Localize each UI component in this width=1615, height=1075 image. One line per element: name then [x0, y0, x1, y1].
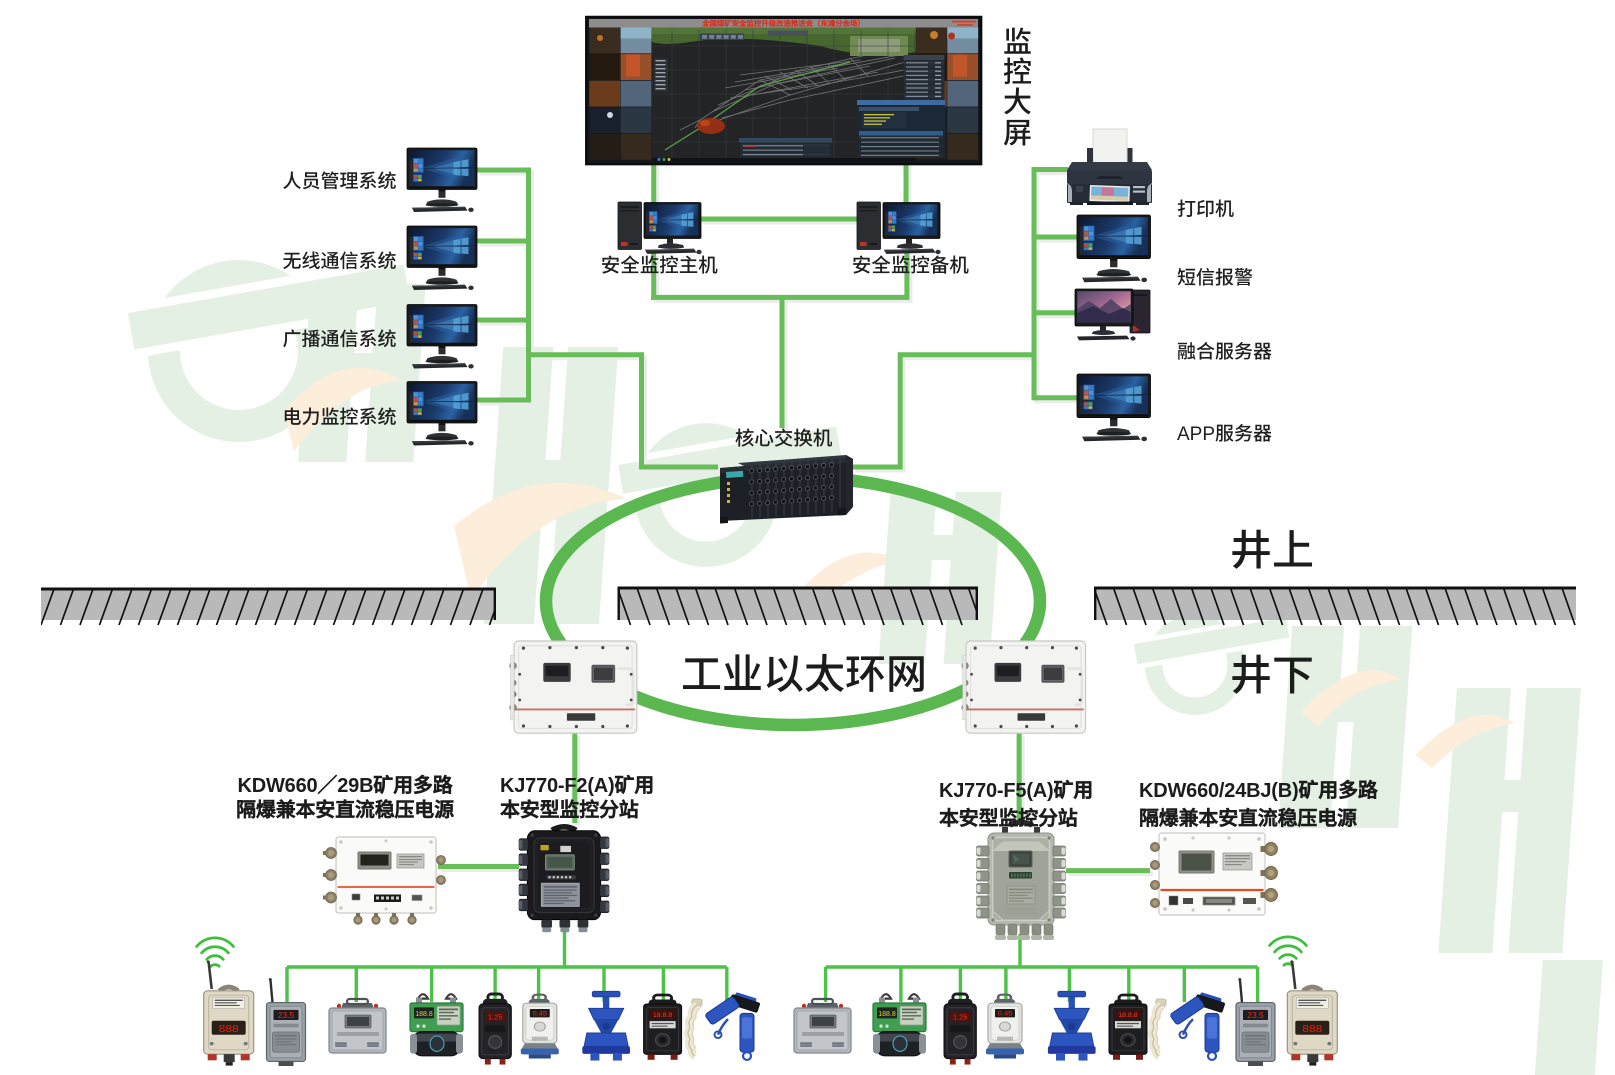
- svg-text:KDW660／29B矿用多路: KDW660／29B矿用多路: [237, 769, 453, 798]
- svg-text:融合服务器: 融合服务器: [1177, 337, 1272, 364]
- svg-text:井下: 井下: [1230, 642, 1314, 703]
- svg-text:隔爆兼本安直流稳压电源: 隔爆兼本安直流稳压电源: [236, 794, 455, 823]
- svg-text:KDW660/24BJ(B)矿用多路: KDW660/24BJ(B)矿用多路: [1139, 774, 1379, 803]
- svg-text:广播通信系统: 广播通信系统: [282, 325, 396, 352]
- svg-text:人员管理系统: 人员管理系统: [282, 167, 396, 194]
- svg-text:短信报警: 短信报警: [1177, 263, 1253, 290]
- svg-text:监控大屏: 监控大屏: [1003, 19, 1032, 152]
- svg-text:井上: 井上: [1230, 517, 1314, 578]
- svg-text:工业以太环网: 工业以太环网: [681, 641, 927, 701]
- svg-text:本安型监控分站: 本安型监控分站: [499, 794, 639, 823]
- svg-text:KJ770-F2(A)矿用: KJ770-F2(A)矿用: [500, 769, 654, 798]
- svg-text:打印机: 打印机: [1177, 195, 1234, 222]
- svg-text:本安型监控分站: 本安型监控分站: [938, 802, 1078, 831]
- svg-text:电力监控系统: 电力监控系统: [282, 403, 396, 430]
- svg-text:安全监控主机: 安全监控主机: [601, 249, 719, 278]
- svg-text:无线通信系统: 无线通信系统: [282, 247, 396, 274]
- svg-text:APP服务器: APP服务器: [1177, 419, 1272, 446]
- svg-text:核心交换机: 核心交换机: [735, 422, 833, 451]
- svg-text:安全监控备机: 安全监控备机: [852, 249, 970, 278]
- svg-text:全国煤矿安全监控升级改造推进会（东滩分会场）: 全国煤矿安全监控升级改造推进会（东滩分会场）: [701, 18, 865, 29]
- svg-text:KJ770-F5(A)矿用: KJ770-F5(A)矿用: [939, 774, 1093, 803]
- svg-text:隔爆兼本安直流稳压电源: 隔爆兼本安直流稳压电源: [1139, 802, 1358, 831]
